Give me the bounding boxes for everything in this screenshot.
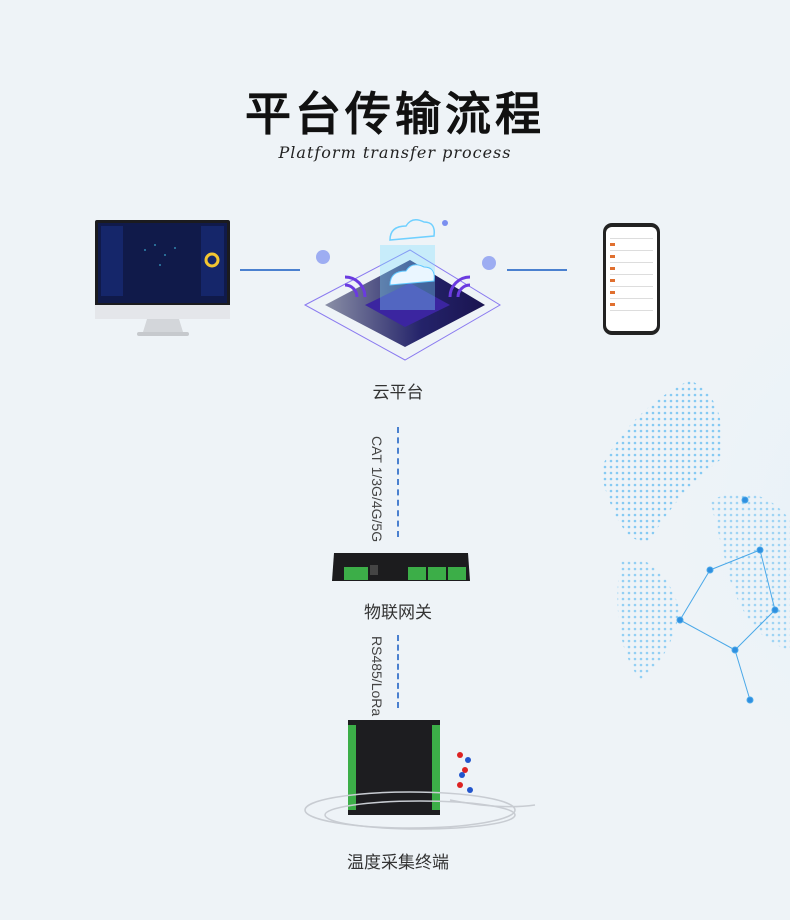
gateway-illustration <box>332 553 470 581</box>
connector-monitor-cloud <box>240 269 300 271</box>
page-title: 平台传输流程 <box>245 87 545 141</box>
connector-gateway-terminal <box>397 635 399 708</box>
page-subtitle: Platform transfer process <box>278 143 512 162</box>
temperature-terminal-label: 温度采集终端 <box>347 853 449 873</box>
connector-cloud-phone <box>507 269 567 271</box>
connector-cloud-gateway <box>397 427 399 537</box>
gateway-terminal-protocol-label: RS485/LoRa <box>369 636 385 717</box>
cloud-platform-illustration <box>303 219 501 361</box>
monitor-illustration <box>95 220 230 336</box>
cloud-gateway-protocol-label: CAT 1/3G/4G/5G <box>369 436 385 543</box>
cloud-platform-label: 云平台 <box>372 383 424 403</box>
globe-illustration <box>575 320 790 740</box>
temperature-terminal-illustration <box>304 720 536 830</box>
phone-illustration <box>603 223 660 335</box>
gateway-label: 物联网关 <box>364 603 432 623</box>
